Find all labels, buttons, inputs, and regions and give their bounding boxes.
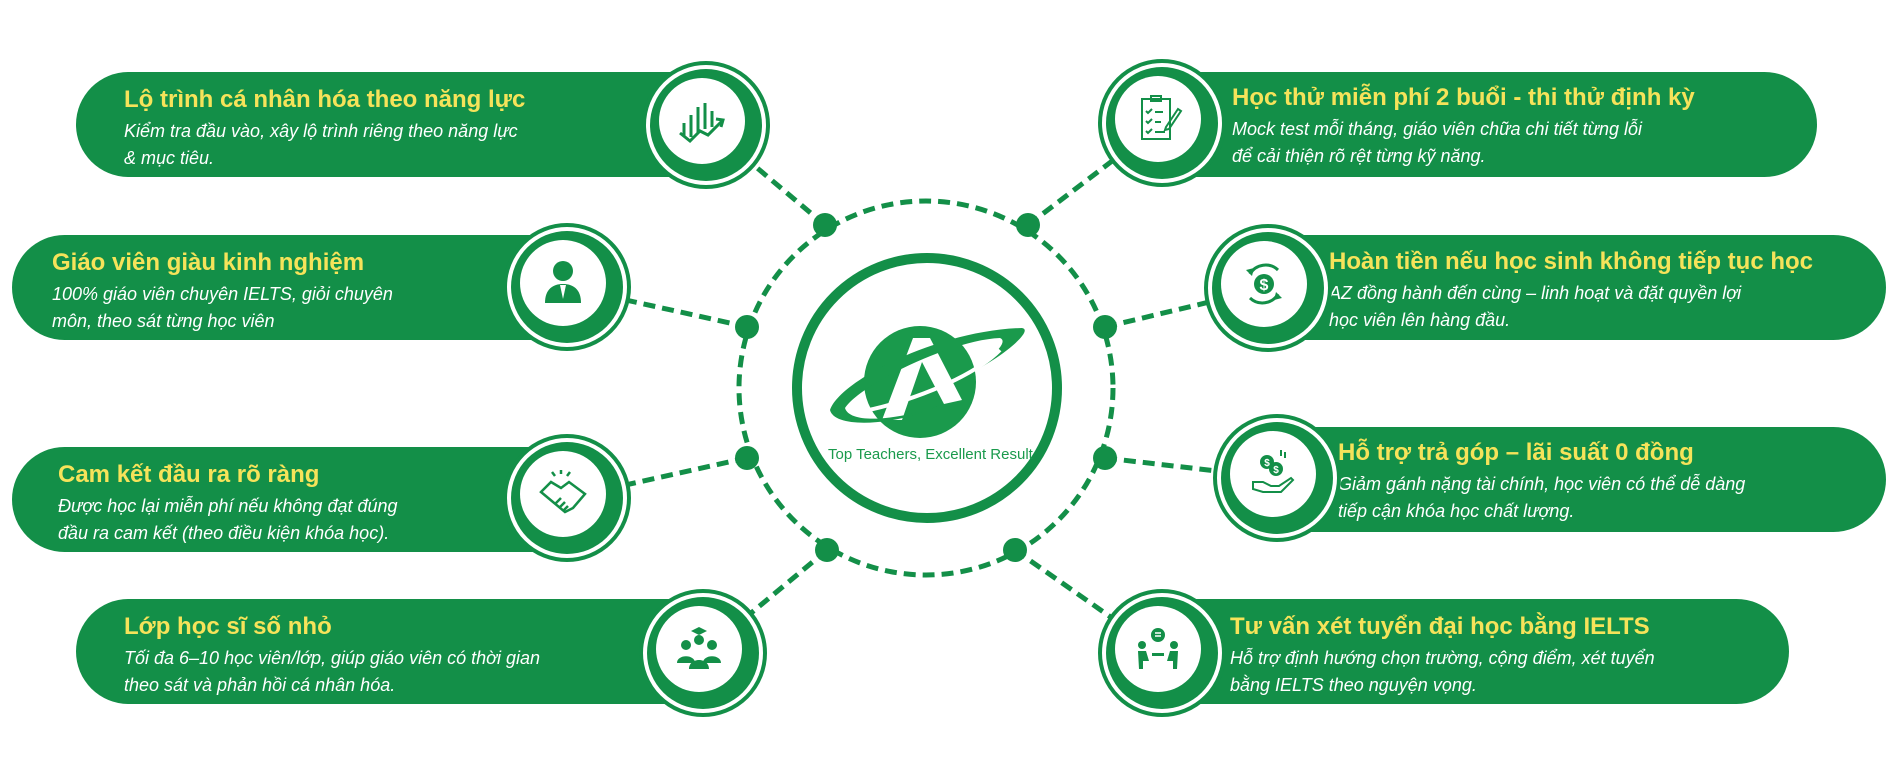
feature-title: Tư vấn xét tuyển đại học bằng IELTS: [1230, 613, 1650, 640]
node-dot: [1016, 213, 1040, 237]
svg-text:$: $: [1260, 277, 1269, 294]
node-dot: [1093, 446, 1117, 470]
node-dot: [815, 538, 839, 562]
node-dot: [735, 446, 759, 470]
description-line: để cải thiện rõ rệt từng kỹ năng.: [1232, 146, 1486, 166]
description-line: học viên lên hàng đầu.: [1329, 310, 1511, 330]
refund-icon: $: [1246, 263, 1282, 305]
svg-text:$: $: [1273, 465, 1279, 476]
node-dot: [1003, 538, 1027, 562]
feature-text: Học thử miễn phí 2 buổi - thi thử định k…: [1232, 84, 1695, 170]
feature-card-small-class: [76, 599, 736, 704]
node-dot: [735, 315, 759, 339]
handshake-icon: [539, 470, 587, 514]
description-line: Giảm gánh nặng tài chính, học viên có th…: [1338, 474, 1746, 494]
description-line: AZ đồng hành đến cùng – linh hoạt và đặt…: [1329, 283, 1742, 303]
feature-description: Hỗ trợ định hướng chọn trường, cộng điểm…: [1230, 645, 1655, 699]
growth-chart-icon: [679, 103, 725, 144]
node-dot: [813, 213, 837, 237]
money-hand-icon: $$: [1252, 450, 1295, 493]
feature-description: 100% giáo viên chuyên IELTS, giỏi chuyên…: [52, 281, 393, 335]
feature-text: Hỗ trợ trả góp – lãi suất 0 đồng Giảm gá…: [1338, 439, 1745, 525]
description-line: môn, theo sát từng học viên: [52, 311, 275, 331]
svg-text:$: $: [1264, 458, 1270, 469]
az-logo-icon: [830, 326, 1025, 438]
feature-card-university-admission: [1130, 599, 1789, 704]
feature-title: Học thử miễn phí 2 buổi - thi thử định k…: [1232, 84, 1695, 111]
description-line: Tối đa 6–10 học viên/lớp, giúp giáo viên…: [124, 648, 541, 668]
teacher-icon-badge: [503, 223, 631, 351]
consulting-icon-badge: [1098, 589, 1226, 717]
feature-text: Lớp học sĩ số nhỏ Tối đa 6–10 học viên/l…: [124, 613, 540, 699]
feature-description: AZ đồng hành đến cùng – linh hoạt và đặt…: [1329, 280, 1813, 334]
logo-tagline: Top Teachers, Excellent Result: [828, 446, 1033, 463]
description-line: Mock test mỗi tháng, giáo viên chữa chi …: [1232, 119, 1643, 139]
teacher-icon: [545, 261, 581, 303]
feature-title: Hoàn tiền nếu học sinh không tiếp tục họ…: [1329, 248, 1814, 275]
money-hand-icon-badge: $$: [1213, 414, 1341, 542]
description-line: & mục tiêu.: [124, 148, 215, 168]
feature-card-personalized-roadmap: [76, 72, 740, 177]
feature-card-free-trial: [1130, 72, 1817, 177]
description-line: Được học lại miễn phí nếu không đạt đúng: [58, 496, 398, 516]
small-class-icon: [677, 627, 721, 669]
feature-card-refund: [1235, 235, 1886, 340]
checklist-icon-badge: [1098, 59, 1226, 187]
refund-icon-badge: $: [1204, 224, 1332, 352]
dashed-orbit-circle: [736, 198, 1116, 578]
description-line: theo sát và phản hồi cá nhân hóa.: [124, 675, 396, 695]
connector-line: [704, 123, 827, 227]
description-line: Hỗ trợ định hướng chọn trường, cộng điểm…: [1230, 648, 1655, 668]
small-class-icon-badge: [639, 589, 767, 717]
handshake-icon-badge: [503, 434, 631, 562]
description-line: bằng IELTS theo nguyện vọng.: [1230, 675, 1477, 695]
checklist-icon: [1141, 95, 1183, 140]
connector-line: [1013, 547, 1164, 656]
description-line: tiếp cận khóa học chất lượng.: [1338, 501, 1575, 521]
growth-chart-icon-badge: [642, 61, 770, 189]
feature-card-output-commitment: [12, 447, 587, 552]
feature-description: Tối đa 6–10 học viên/lớp, giúp giáo viên…: [124, 645, 540, 699]
description-line: đầu ra cam kết (theo điều kiện khóa học)…: [58, 523, 390, 543]
description-line: Kiểm tra đầu vào, xây lộ trình riêng the…: [124, 121, 518, 141]
feature-description: Giảm gánh nặng tài chính, học viên có th…: [1338, 471, 1745, 525]
feature-description: Được học lại miễn phí nếu không đạt đúng…: [58, 493, 398, 547]
feature-text: Cam kết đầu ra rõ ràng Được học lại miễn…: [58, 461, 398, 547]
node-dot: [1093, 315, 1117, 339]
feature-text: Tư vấn xét tuyển đại học bằng IELTS Hỗ t…: [1230, 613, 1655, 699]
feature-title: Cam kết đầu ra rõ ràng: [58, 461, 320, 488]
feature-title: Hỗ trợ trả góp – lãi suất 0 đồng: [1338, 439, 1694, 466]
feature-title: Lớp học sĩ số nhỏ: [124, 613, 332, 640]
description-line: 100% giáo viên chuyên IELTS, giỏi chuyên: [52, 284, 393, 304]
feature-description: Kiểm tra đầu vào, xây lộ trình riêng the…: [124, 118, 525, 172]
feature-card-experienced-teachers: [12, 235, 587, 340]
feature-card-installment: [1245, 427, 1886, 532]
consulting-icon: [1138, 628, 1178, 669]
feature-text: Lộ trình cá nhân hóa theo năng lực Kiểm …: [124, 86, 525, 172]
feature-text: Hoàn tiền nếu học sinh không tiếp tục họ…: [1329, 248, 1813, 334]
feature-title: Giáo viên giàu kinh nghiệm: [52, 249, 365, 276]
feature-text: Giáo viên giàu kinh nghiệm 100% giáo viê…: [52, 249, 393, 335]
feature-title: Lộ trình cá nhân hóa theo năng lực: [124, 86, 526, 113]
feature-description: Mock test mỗi tháng, giáo viên chữa chi …: [1232, 116, 1695, 170]
